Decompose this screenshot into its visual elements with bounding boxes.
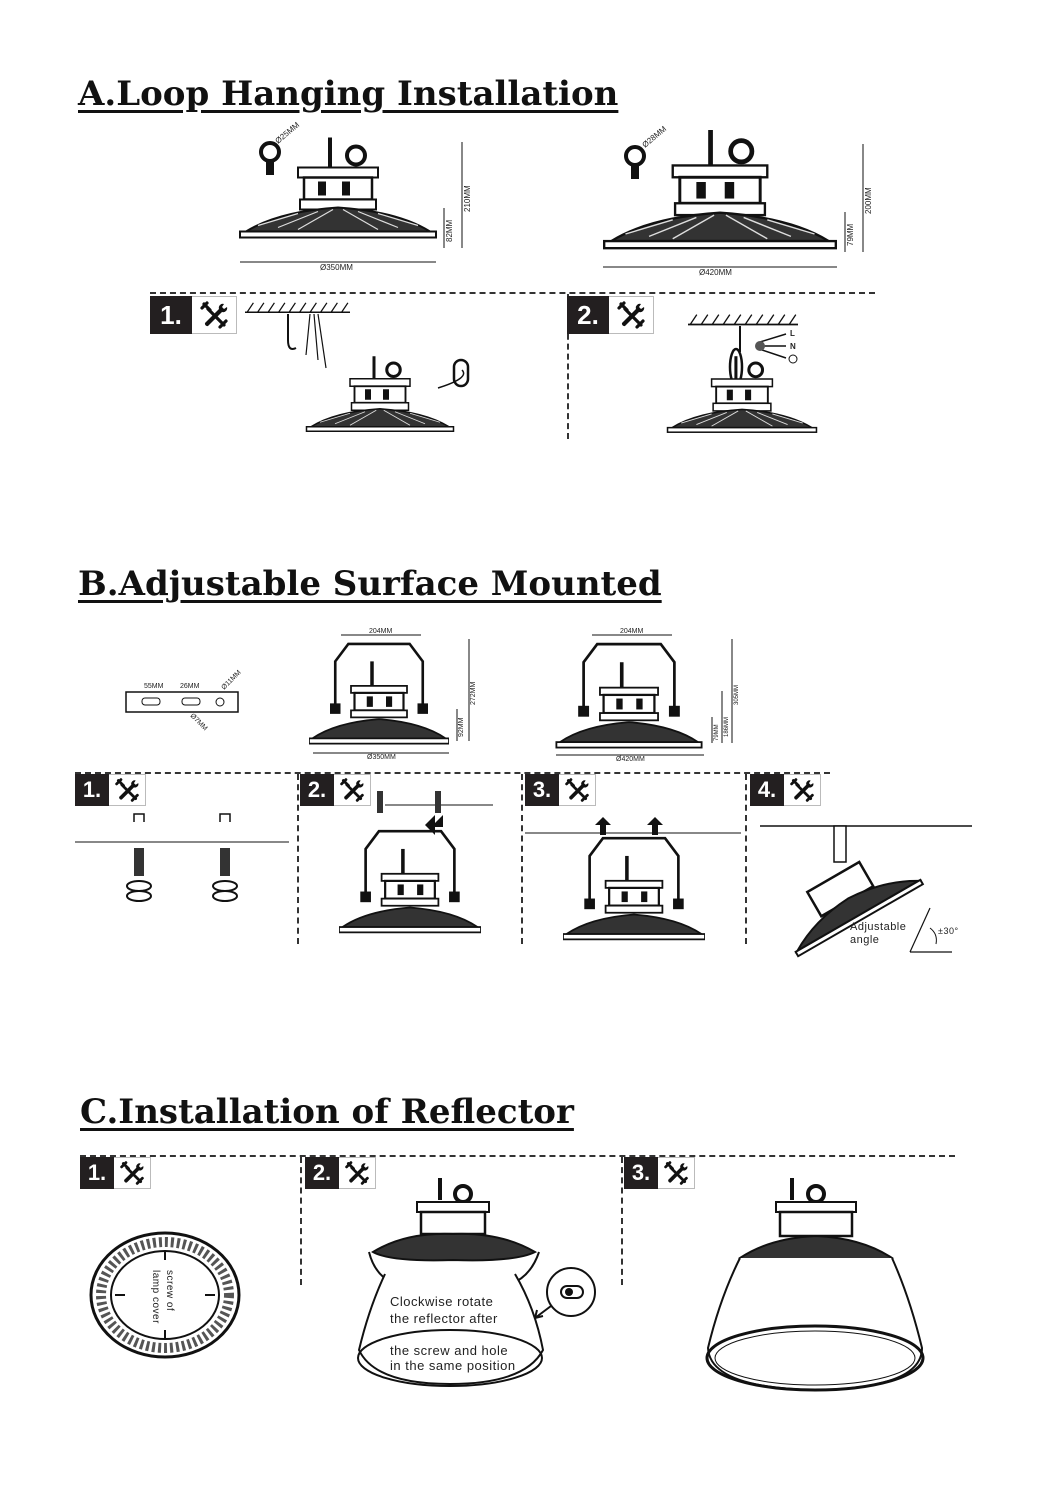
- dimension-drawing-420mm: Ø28MM Ø420MM 200MM 79MM: [595, 124, 873, 277]
- rotate-note-line1: Clockwise rotate: [390, 1294, 493, 1309]
- step-a1-badge: 1.: [150, 296, 237, 334]
- height-label: 305MM: [734, 685, 740, 705]
- hammer-wrench-icon: [658, 1157, 695, 1189]
- hammer-wrench-icon: [784, 774, 821, 806]
- bracket-width-label: 204MM: [369, 628, 393, 635]
- hammer-wrench-icon: [334, 774, 371, 806]
- hammer-wrench-icon: [114, 1157, 151, 1189]
- live-wire-label: L: [790, 329, 795, 338]
- screw-note-line2: lamp cover: [150, 1270, 161, 1324]
- height-label: 210MM: [463, 185, 472, 212]
- rotate-note-line2: the reflector after: [390, 1311, 498, 1326]
- step-b3-badge: 3.: [525, 774, 596, 806]
- step-number: 1.: [80, 1157, 114, 1189]
- mounting-bracket-drawing: 55MM 26MM Ø11MM Ø7MM: [125, 669, 243, 732]
- diameter-label: Ø350MM: [320, 263, 353, 272]
- step-b2-illustration: [339, 791, 493, 935]
- mid-height-label: 186MM: [724, 717, 730, 737]
- ring-diameter-label: Ø25MM: [274, 120, 302, 145]
- dimension-drawing-350mm: Ø25MM Ø350MM 210MM 82MM: [230, 120, 472, 272]
- section-b-divider-3: [745, 774, 747, 944]
- step-number: 3.: [525, 774, 559, 806]
- diameter-label: Ø420MM: [699, 268, 732, 277]
- bracket-length-label: 55MM: [144, 683, 164, 690]
- step-c3-illustration: [705, 1178, 925, 1392]
- height-label: 272MM: [470, 681, 477, 705]
- step-number: 2.: [300, 774, 334, 806]
- height-label: 200MM: [864, 187, 873, 214]
- step-number: 4.: [750, 774, 784, 806]
- lower-height-label: 82MM: [445, 219, 454, 242]
- hammer-wrench-icon: [339, 1157, 376, 1189]
- step-number: 2.: [305, 1157, 339, 1189]
- step-b4-badge: 4.: [750, 774, 821, 806]
- section-b-divider-2: [521, 774, 523, 944]
- section-a-column-divider: [567, 294, 569, 439]
- step-number: 1.: [150, 296, 192, 334]
- hammer-wrench-icon: [192, 296, 237, 334]
- section-c-divider-2: [621, 1157, 623, 1285]
- rotate-note-line3: the screw and hole: [390, 1343, 508, 1358]
- lower-height-label: 79MM: [714, 724, 720, 741]
- step-number: 3.: [624, 1157, 658, 1189]
- step-c3-badge: 3.: [624, 1157, 695, 1189]
- ground-symbol-icon: [788, 354, 798, 364]
- adjustable-angle-line1: Adjustable: [850, 921, 906, 933]
- ring-diameter-label: Ø28MM: [641, 124, 669, 149]
- step-b3-illustration: [525, 817, 741, 942]
- step-number: 1.: [75, 774, 109, 806]
- step-c2-badge: 2.: [305, 1157, 376, 1189]
- bracket-dimension-420mm: 204MM Ø420MM 305MM 186MM 79MM: [554, 628, 740, 763]
- hammer-wrench-icon: [109, 774, 146, 806]
- section-b-title: B.Adjustable Surface Mounted: [78, 564, 662, 604]
- section-c-title: C.Installation of Reflector: [80, 1092, 574, 1132]
- screw-note-line1: screw of: [164, 1270, 175, 1311]
- lower-height-label: 92MM: [458, 717, 465, 737]
- step-b1-illustration: [75, 813, 289, 902]
- step-number: 2.: [567, 296, 609, 334]
- lower-height-label: 79MM: [846, 223, 855, 246]
- angle-value-label: ±30°: [938, 926, 959, 936]
- bracket-width-label: 204MM: [620, 628, 644, 635]
- diameter-label: Ø420MM: [616, 756, 645, 763]
- adjustable-angle-line2: angle: [850, 934, 879, 946]
- bracket-slot-label: 26MM: [180, 683, 200, 690]
- step-c2-illustration: Clockwise rotate the reflector after the…: [357, 1178, 596, 1387]
- bracket-small-hole-label: Ø7MM: [189, 712, 209, 732]
- step-b4-illustration: Adjustable angle ±30°: [760, 825, 972, 958]
- neutral-wire-label: N: [790, 342, 796, 351]
- section-a-title: A.Loop Hanging Installation: [78, 74, 619, 114]
- step-a2-badge: 2.: [567, 296, 654, 334]
- hammer-wrench-icon: [609, 296, 654, 334]
- step-a1-illustration: [245, 301, 470, 434]
- hammer-wrench-icon: [559, 774, 596, 806]
- rotate-note-line4: in the same position: [390, 1358, 516, 1373]
- bracket-dimension-350mm: 204MM Ø350MM 272MM 92MM: [309, 628, 477, 761]
- section-a-step-divider: [150, 292, 875, 294]
- bracket-hole-label: Ø11MM: [220, 669, 242, 691]
- section-c-divider-1: [300, 1157, 302, 1285]
- diameter-label: Ø350MM: [367, 754, 396, 761]
- step-b2-badge: 2.: [300, 774, 371, 806]
- section-c-step-divider: [80, 1155, 955, 1157]
- section-b-divider-1: [297, 774, 299, 944]
- step-a2-illustration: L N: [666, 313, 818, 434]
- step-c1-illustration: screw of lamp cover: [89, 1231, 241, 1359]
- section-b-step-divider: [75, 772, 830, 774]
- step-b1-badge: 1.: [75, 774, 146, 806]
- step-c1-badge: 1.: [80, 1157, 151, 1189]
